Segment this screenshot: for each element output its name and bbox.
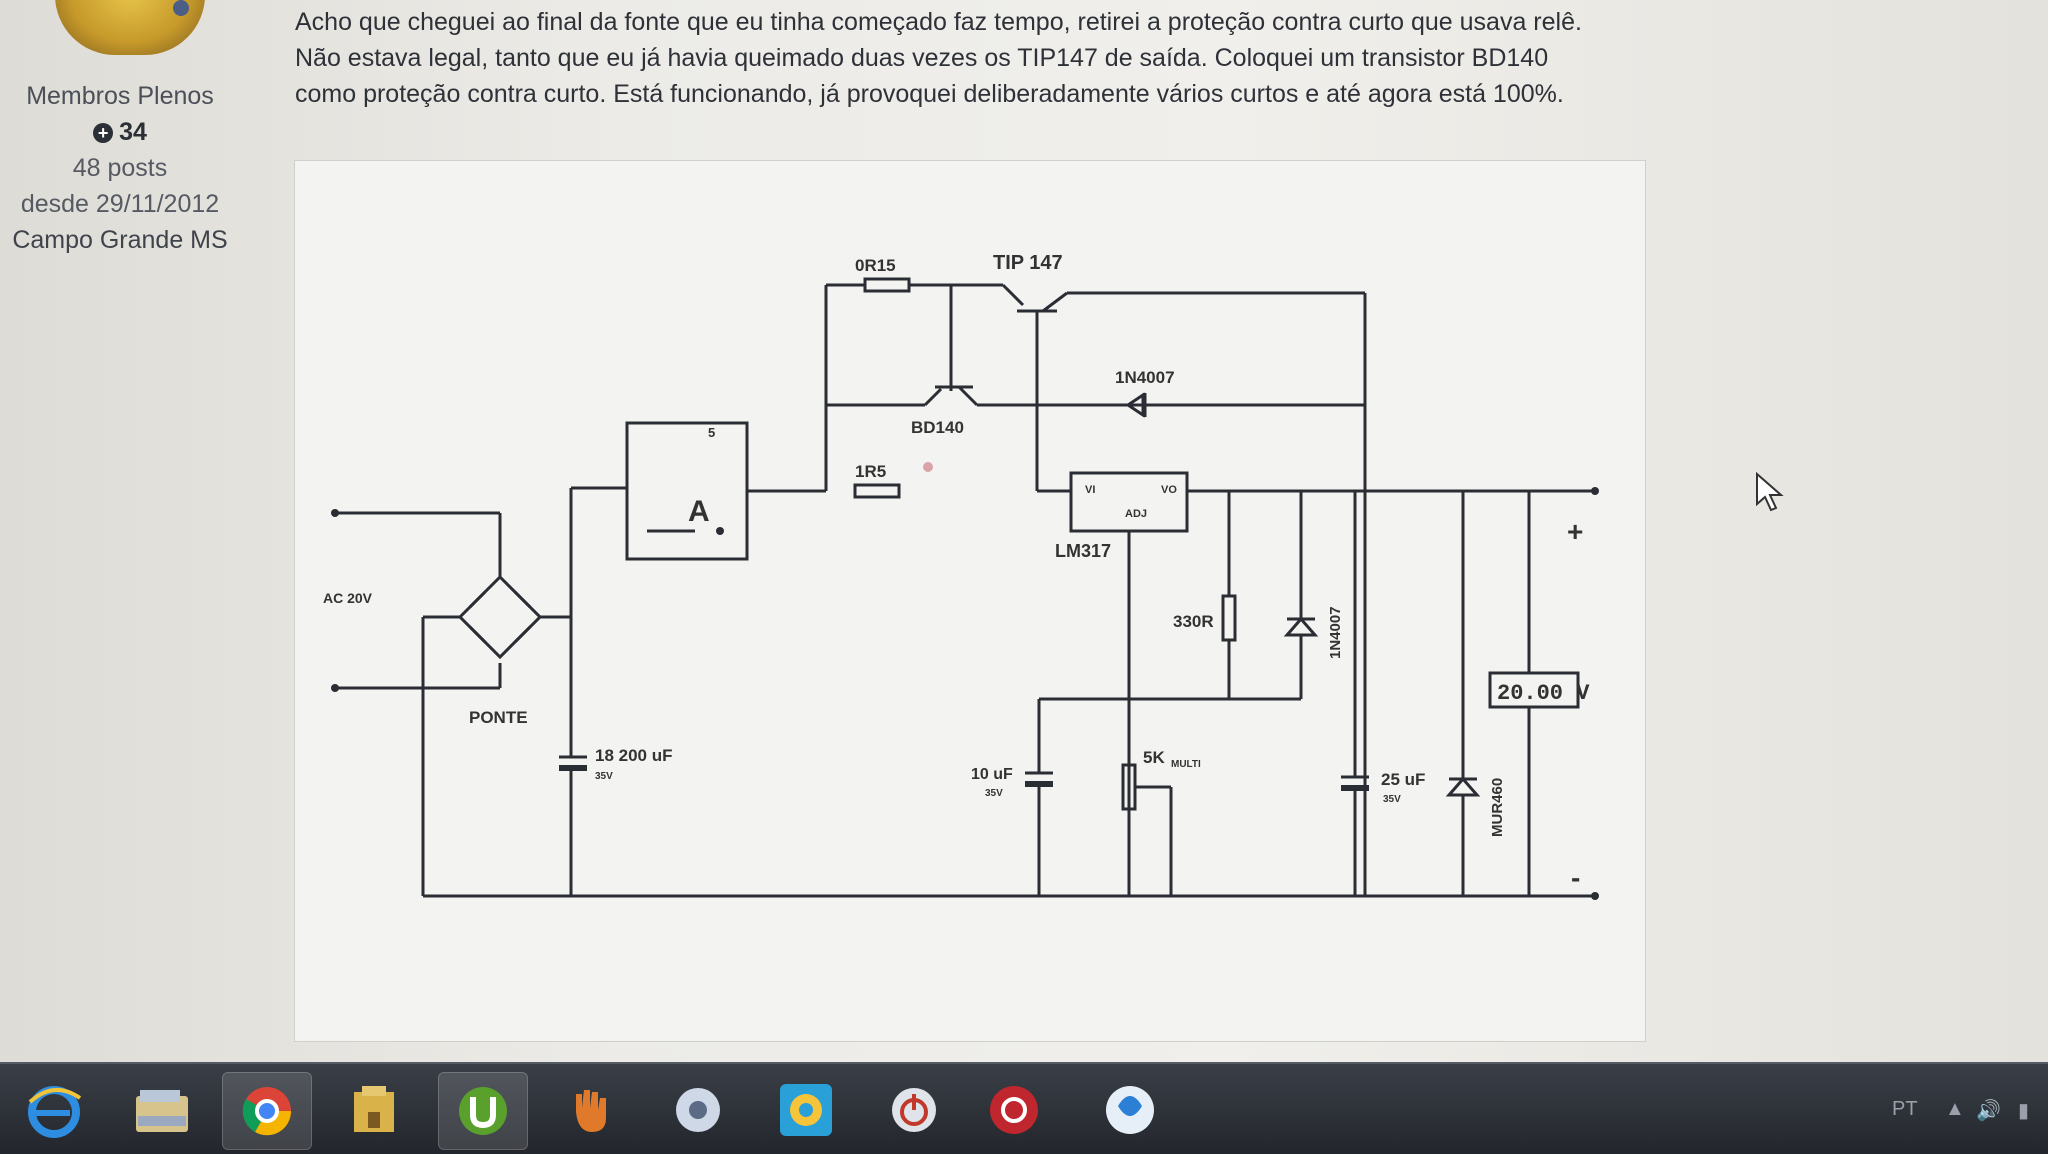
forum-page: Membros Plenos +34 48 posts desde 29/11/… (0, 0, 2048, 1062)
language-indicator[interactable]: PT (1892, 1098, 1918, 1120)
label-reg-adj: ADJ (1125, 508, 1147, 520)
volume-icon[interactable]: 🔊 (1976, 1100, 2001, 1122)
schematic-image[interactable]: 0R15 TIP 147 1N4007 BD140 1R5 5 A VI VO … (294, 160, 1646, 1042)
internet-explorer-icon[interactable] (10, 1072, 98, 1148)
post-line-2: Não estava legal, tanto que eu já havia … (295, 44, 1549, 72)
label-diode-out: MUR460 (1489, 778, 1506, 837)
label-bridge: PONTE (469, 708, 528, 727)
label-pot-sub: MULTI (1171, 759, 1201, 770)
utorrent-icon[interactable] (438, 1072, 528, 1150)
label-r-shunt1: 0R15 (855, 256, 896, 275)
meter-tick-label: 5 (708, 425, 715, 440)
label-c-out: 25 uF (1381, 770, 1425, 789)
label-diode-side: 1N4007 (1327, 606, 1344, 659)
hand-app-icon[interactable] (546, 1072, 634, 1148)
label-c-adj: 10 uF (971, 766, 1013, 783)
post-line-3: como proteção contra curto. Está funcion… (295, 80, 1564, 108)
reputation-count: 34 (119, 118, 147, 146)
post-body: Acho que cheguei ao final da fonte que e… (295, 4, 1695, 112)
user-location: Campo Grande MS (12, 226, 228, 254)
mouse-cursor-icon (1756, 472, 1784, 512)
chrome-icon[interactable] (222, 1072, 312, 1150)
voltmeter-reading: 20.00 V (1497, 681, 1590, 706)
skype-icon[interactable] (1086, 1072, 1174, 1148)
user-member-since: desde 29/11/2012 (20, 190, 220, 218)
library-icon[interactable] (330, 1072, 418, 1148)
settings-app-icon[interactable] (654, 1072, 742, 1148)
label-c-main-v: 35V (595, 771, 613, 782)
power-app-icon[interactable] (870, 1072, 958, 1148)
label-reg-vo: VO (1161, 484, 1177, 496)
label-minus: - (1571, 862, 1580, 893)
label-c-out-v: 35V (1383, 794, 1401, 805)
taskbar: PT ▲ 🔊 ▮ (0, 1062, 2048, 1154)
red-app-icon[interactable] (970, 1072, 1058, 1148)
tray-expand-icon[interactable]: ▲ (1945, 1098, 1965, 1120)
label-ac-input: AC 20V (323, 590, 373, 606)
label-transistor-main: TIP 147 (993, 252, 1063, 274)
label-r-shunt2: 1R5 (855, 462, 886, 481)
user-avatar[interactable] (55, 0, 205, 55)
user-post-count: 48 posts (72, 154, 168, 182)
post-line-1: Acho que cheguei ao final da fonte que e… (295, 8, 1582, 36)
label-r-prog: 330R (1173, 612, 1214, 631)
label-c-adj-v: 35V (985, 788, 1003, 799)
label-plus: + (1567, 516, 1583, 547)
user-reputation: +34 (0, 118, 240, 147)
avatar-detail (173, 0, 189, 16)
label-reg-vi: VI (1085, 484, 1095, 496)
schematic-drawing: 0R15 TIP 147 1N4007 BD140 1R5 5 A VI VO … (323, 252, 1599, 900)
ammeter-symbol: A (688, 495, 710, 528)
reputation-plus-icon: + (93, 123, 114, 144)
user-rank: Membros Plenos (26, 82, 214, 110)
label-regulator: LM317 (1055, 541, 1111, 561)
label-pot: 5K (1143, 748, 1165, 767)
battery-icon[interactable]: ▮ (2018, 1100, 2030, 1122)
label-c-main: 18 200 uF (595, 746, 673, 765)
globe-app-icon[interactable] (762, 1072, 850, 1148)
label-transistor-prot: BD140 (911, 418, 964, 437)
label-diode-top: 1N4007 (1115, 368, 1175, 387)
user-sidebar: Membros Plenos +34 48 posts desde 29/11/… (0, 0, 250, 300)
file-explorer-icon[interactable] (118, 1072, 206, 1148)
